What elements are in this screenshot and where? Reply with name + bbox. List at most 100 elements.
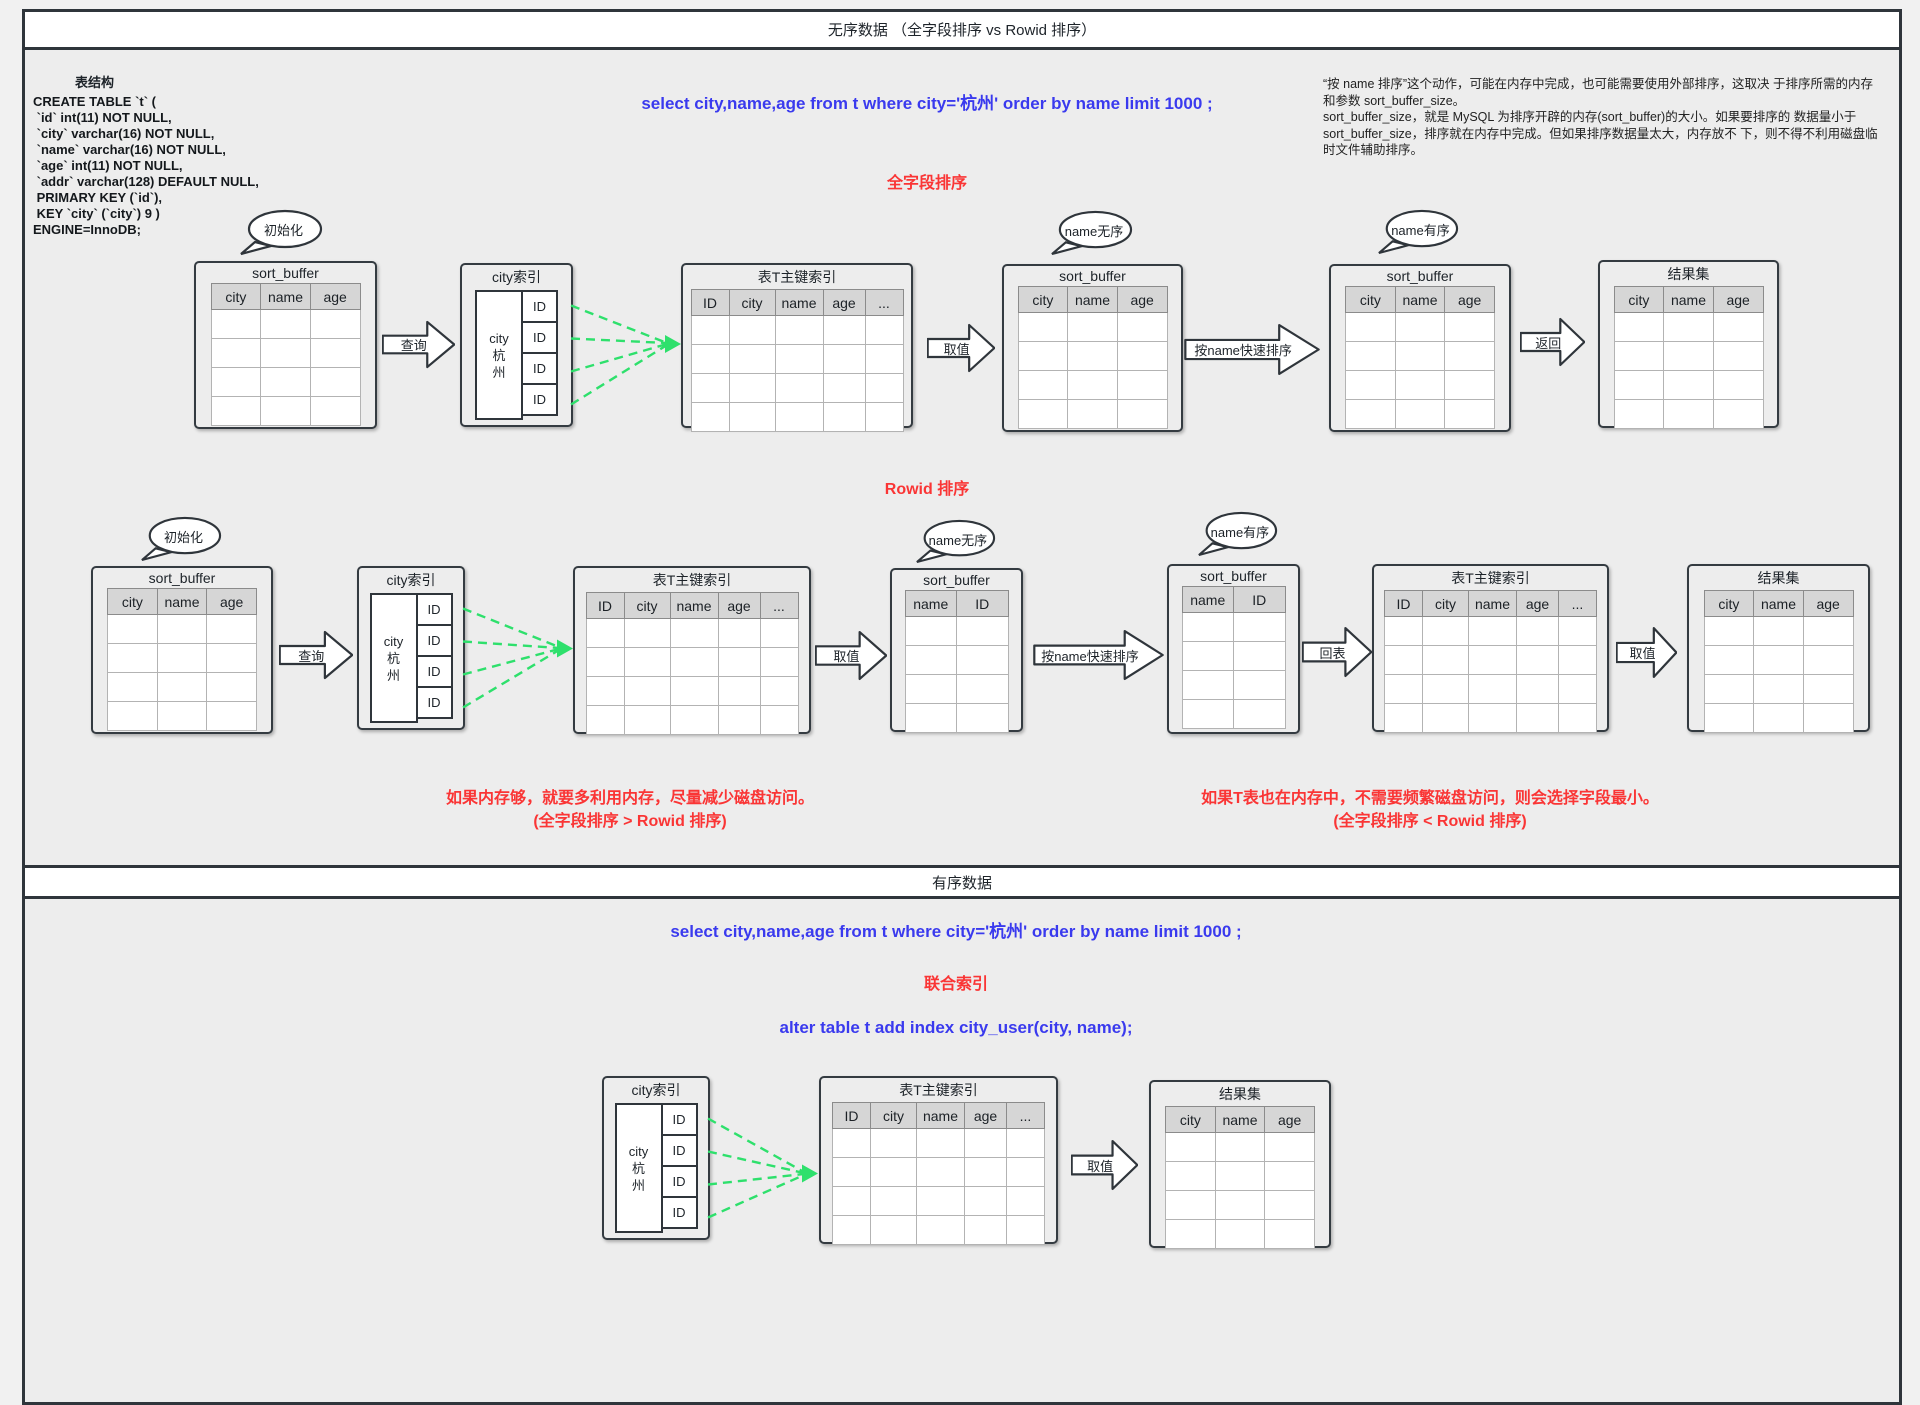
city-index-box: city索引 city 杭 州 ID ID ID ID [602, 1076, 710, 1240]
col-header: name [1663, 286, 1714, 313]
bubble-label: 初始化 [264, 223, 304, 238]
speech-bubble-icon [240, 209, 323, 256]
id-cell: ID [660, 1103, 698, 1136]
back-to-table-arrow: 回表 [1302, 626, 1372, 678]
empty-row [690, 373, 904, 403]
block-arrow-icon [1184, 323, 1320, 376]
conclusion-right-line1: 如果T表也在内存中，不需要频繁磁盘访问，则会选择字段最小。 [1201, 790, 1659, 807]
box-title: sort_buffer [923, 572, 990, 588]
empty-row [904, 616, 1009, 646]
sort-buffer-box: sort_buffer city name age [1002, 264, 1183, 432]
id-cells: ID ID ID ID [660, 1103, 698, 1229]
col-header: city [728, 289, 776, 316]
id-cell: ID [521, 321, 558, 354]
name-ordered-bubble: name有序 [1377, 209, 1459, 255]
arrow-label: 查询 [298, 648, 325, 664]
empty-row [832, 1215, 1045, 1245]
empty-row [1703, 674, 1854, 704]
empty-row [1345, 341, 1495, 371]
arrow-label: 取值 [1629, 646, 1656, 661]
fetch-arrow: 取值 [1616, 626, 1677, 679]
col-header: age [1116, 286, 1168, 313]
sort-by-name-arrow: 按name快速排序 [1184, 323, 1320, 376]
city-value-cell: city 杭 州 [475, 290, 523, 420]
result-set-box: 结果集 city name age [1598, 260, 1779, 429]
empty-row [1017, 399, 1168, 429]
col-header: age [717, 592, 761, 619]
col-header: ID [1233, 586, 1286, 613]
id-cell: ID [415, 624, 453, 657]
col-header: name [904, 590, 957, 617]
sort-buffer-box: sort_buffer city name age [1329, 264, 1511, 432]
id-cell: ID [415, 655, 453, 688]
primary-index-box: 表T主键索引 ID city name age ... [1372, 564, 1609, 733]
primary-index-box: 表T主键索引 ID city name age ... [681, 263, 913, 432]
bubble-label: name有序 [1210, 525, 1270, 540]
empty-row [107, 614, 257, 644]
empty-row [1384, 674, 1597, 704]
city-value-cell: city 杭 州 [369, 593, 418, 723]
union-index-heading: 联合索引 [923, 976, 988, 993]
arrow-label: 返回 [1535, 335, 1562, 351]
col-header: name [1181, 586, 1234, 613]
box-title: city索引 [492, 269, 541, 285]
empty-row [210, 309, 361, 339]
speech-bubble-icon [916, 519, 996, 564]
sort-buffer-table: city name age [1345, 286, 1495, 429]
sort-buffer-table: city name age [107, 588, 257, 731]
box-title: sort_buffer [148, 570, 216, 586]
speech-bubble-icon [141, 516, 222, 562]
empty-row [210, 396, 361, 426]
col-header: city [1422, 590, 1469, 617]
create-table-sql: CREATE TABLE `t` ( `id` int(11) NOT NULL… [33, 94, 259, 237]
bubble-label: 初始化 [163, 530, 203, 545]
empty-row [210, 338, 361, 368]
empty-row [1703, 703, 1854, 733]
block-arrow-icon [1520, 317, 1585, 367]
sort-buffer-box: sort_buffer name ID [1167, 564, 1300, 734]
sort-buffer-table: name ID [1181, 586, 1286, 729]
col-header: age [964, 1102, 1007, 1129]
empty-row [585, 676, 799, 706]
col-header: age [1712, 286, 1764, 313]
empty-row [1181, 612, 1286, 642]
box-title: sort_buffer [1200, 568, 1267, 584]
sort-buffer-note: “按 name 排序”这个动作，可能在内存中完成，也可能需要使用外部排序，这取决… [1323, 77, 1878, 157]
col-header: age [1516, 590, 1559, 617]
empty-row [1384, 645, 1597, 675]
col-header: name [156, 588, 208, 615]
sort-buffer-box: sort_buffer city name age [91, 566, 273, 734]
col-header: ... [1558, 590, 1597, 617]
fetch-arrow: 取值 [815, 630, 887, 681]
empty-row [690, 315, 904, 345]
empty-row [1345, 312, 1495, 342]
empty-row [1017, 341, 1168, 371]
block-arrow-icon [1071, 1139, 1138, 1191]
col-header: city [623, 592, 671, 619]
col-header: name [260, 283, 311, 310]
section1-title-bar: 无序数据 （全字段排序 vs Rowid 排序） [25, 12, 1899, 50]
name-ordered-bubble: name有序 [1197, 511, 1278, 557]
empty-row [1703, 645, 1854, 675]
block-arrow-icon [1033, 629, 1164, 681]
bubble-label: name无序 [1064, 224, 1124, 239]
empty-row [904, 674, 1009, 704]
col-header: ID [690, 289, 730, 316]
city-index-cells: city 杭 州 ID ID ID ID [604, 1103, 708, 1233]
name-unordered-bubble: name无序 [915, 519, 996, 564]
empty-row [690, 402, 904, 432]
empty-row [1181, 699, 1286, 729]
arrow-label: 按name快速排序 [1194, 343, 1292, 358]
empty-row [1613, 370, 1764, 400]
box-title: sort_buffer [1386, 268, 1454, 284]
arrow-label: 按name快速排序 [1041, 648, 1139, 664]
box-title: 表T主键索引 [757, 269, 837, 285]
col-header: city [1017, 286, 1069, 313]
block-arrow-icon [1302, 626, 1372, 678]
arrow-label: 取值 [1087, 1158, 1114, 1174]
city-index-cells: city 杭 州 ID ID ID ID [359, 593, 463, 723]
query-arrow: 查询 [382, 320, 455, 369]
init-bubble: 初始化 [140, 516, 222, 562]
empty-row [1017, 312, 1168, 342]
box-title: sort_buffer [252, 265, 319, 281]
